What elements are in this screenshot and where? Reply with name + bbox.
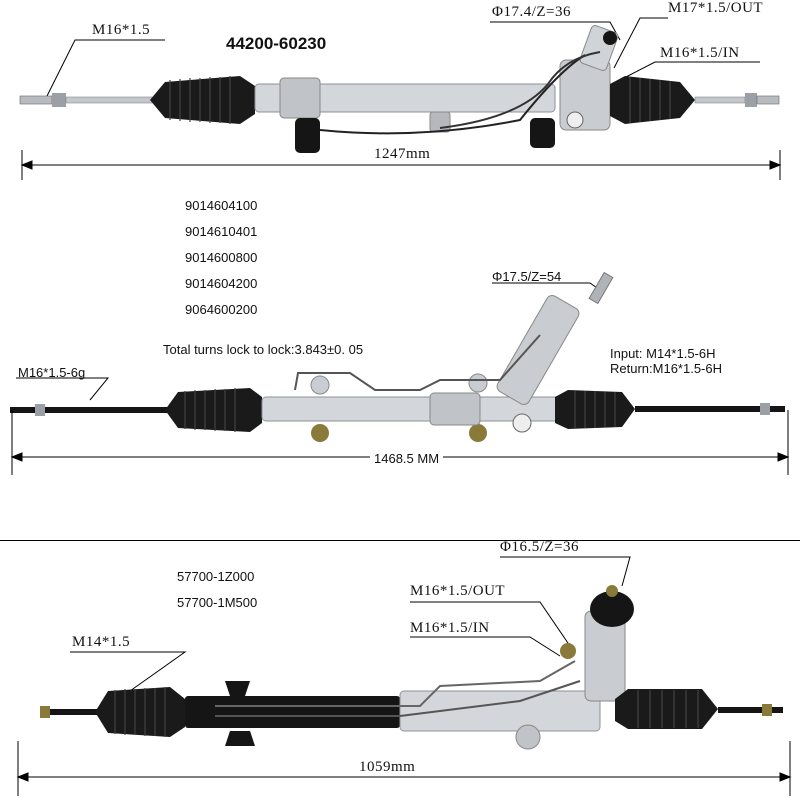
part-number-2-1: 9014610401 (185, 224, 258, 239)
leader-port-in-3 (410, 636, 561, 657)
black-tube (185, 696, 400, 728)
part-number-2-3: 9014604200 (185, 276, 258, 291)
length-label-2: 1468.5 MM (370, 451, 444, 466)
boot-right-2 (555, 390, 635, 429)
boot-right-3 (615, 689, 718, 729)
thread-left-label: M16*1.5 (92, 22, 151, 38)
thread-end-right-3 (762, 704, 772, 716)
pinion-label: Φ17.4/Z=36 (492, 4, 572, 20)
thread-left-label-3: M14*1.5 (72, 634, 131, 650)
tie-rod-right-2 (635, 406, 785, 412)
tie-rod-left-2 (10, 407, 170, 413)
leader-thread-left (44, 39, 165, 101)
pinion-label-3: Φ16.5/Z=36 (500, 539, 580, 555)
return-port-label: Return:M16*1.5-6H (610, 361, 722, 376)
mount-bottom-left (311, 424, 329, 442)
pinion-valve (559, 25, 619, 131)
leader-pinion-3 (500, 556, 631, 587)
input-port-label: Input: M14*1.5-6H (610, 346, 716, 361)
length-label-3: 1059mm (355, 759, 420, 776)
hydraulic-line-1 (319, 54, 586, 135)
pinion-column-2 (496, 271, 614, 433)
nut-right-2 (760, 403, 770, 415)
tie-rod-right (694, 96, 746, 104)
mount-bottom-3 (225, 731, 255, 746)
dimension-line-1 (20, 150, 782, 180)
turns-label: Total turns lock to lock:3.843±0. 05 (163, 342, 364, 357)
housing-mount-left (279, 77, 321, 119)
panel-2: 9014604100 9014610401 9014600800 9014604… (0, 185, 800, 540)
part-number-label: 44200-60230 (226, 34, 327, 53)
bushing-right (530, 118, 555, 148)
mount-eye-3 (515, 724, 541, 750)
tie-rod-left (65, 96, 157, 104)
housing-block-2 (429, 392, 481, 426)
leader-port-out (613, 17, 668, 69)
part-number-2-2: 9014600800 (185, 250, 258, 265)
panel-3: 57700-1Z000 57700-1M500 Φ16.5/Z=36 M16*1… (0, 539, 800, 800)
port-out-label: M17*1.5/OUT (668, 0, 764, 16)
leader-thread-left-3 (70, 651, 187, 692)
panel-1: M16*1.5 44200-60230 Φ17.4/Z=36 M17*1.5/O… (0, 0, 800, 185)
boot-right (610, 76, 695, 124)
nut-right (745, 93, 757, 107)
nut-left-2 (35, 404, 45, 416)
mount-bottom-right (469, 424, 487, 442)
part-number-2-4: 9064600200 (185, 302, 258, 317)
steering-rack-1-drawing (19, 17, 782, 180)
boot-left (150, 76, 255, 124)
boot-left-2 (165, 388, 262, 432)
mount-top-3 (225, 681, 250, 696)
rack-housing-3 (399, 690, 601, 732)
leader-pinion-2 (492, 282, 601, 291)
leader-port-out-3 (410, 601, 571, 647)
pinion-label-2: Φ17.5/Z=54 (492, 269, 562, 284)
bushing-left (295, 118, 320, 153)
dimension-line-3 (16, 741, 792, 796)
leader-port-in (619, 61, 760, 81)
steering-rack-3-drawing (16, 556, 792, 796)
port-out-label-3: M16*1.5/OUT (410, 583, 506, 599)
hydraulic-line-3a (215, 660, 576, 707)
part-number-list-2: 9014604100 9014610401 9014600800 9014604… (185, 193, 257, 323)
tie-rod-left-3 (40, 709, 100, 715)
panel-divider (0, 540, 800, 541)
housing-tab (429, 111, 451, 133)
port-in-label: M16*1.5/IN (660, 45, 740, 61)
mount-top-right (468, 373, 488, 393)
part-number-3-1: 57700-1M500 (177, 595, 258, 610)
part-number-2-0: 9014604100 (185, 198, 258, 213)
tie-rod-end-right (756, 95, 780, 105)
rack-housing (254, 83, 556, 113)
mount-top-left (310, 375, 330, 395)
port-in-label-3: M16*1.5/IN (410, 620, 490, 636)
steering-rack-2-drawing (10, 271, 790, 475)
hydraulic-line-2a (294, 334, 541, 391)
thread-left-label-2: M16*1.5-6g (18, 365, 86, 380)
tie-rod-end-left (19, 95, 53, 105)
boot-left-3 (95, 687, 185, 737)
hydraulic-line-3b (215, 680, 581, 717)
tie-rod-right-3 (718, 707, 783, 713)
leader-thread-left-2 (16, 377, 110, 401)
nut-left (52, 93, 66, 107)
pinion-valve-3 (560, 585, 634, 702)
length-label: 1247mm (370, 146, 435, 163)
thread-end-left-3 (40, 706, 50, 718)
hydraulic-line-2 (439, 51, 601, 129)
part-number-3-0: 57700-1Z000 (177, 569, 255, 584)
